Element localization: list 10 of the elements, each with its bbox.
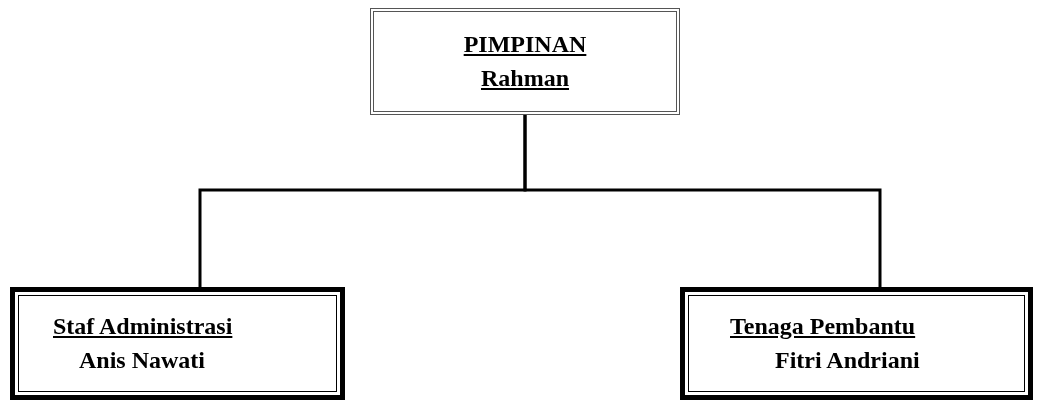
staff-box <box>680 287 1033 400</box>
person-name: Anis Nawati <box>78 345 206 375</box>
person-name: Fitri Andriani <box>774 345 921 375</box>
person-name: Rahman <box>481 63 569 93</box>
connector-line <box>523 115 882 287</box>
staff-box <box>10 287 345 400</box>
role-title: Tenaga Pembantu <box>729 311 917 341</box>
role-title: Staf Administrasi <box>52 311 234 341</box>
role-title: PIMPINAN <box>463 29 587 59</box>
leader-box <box>370 8 680 115</box>
